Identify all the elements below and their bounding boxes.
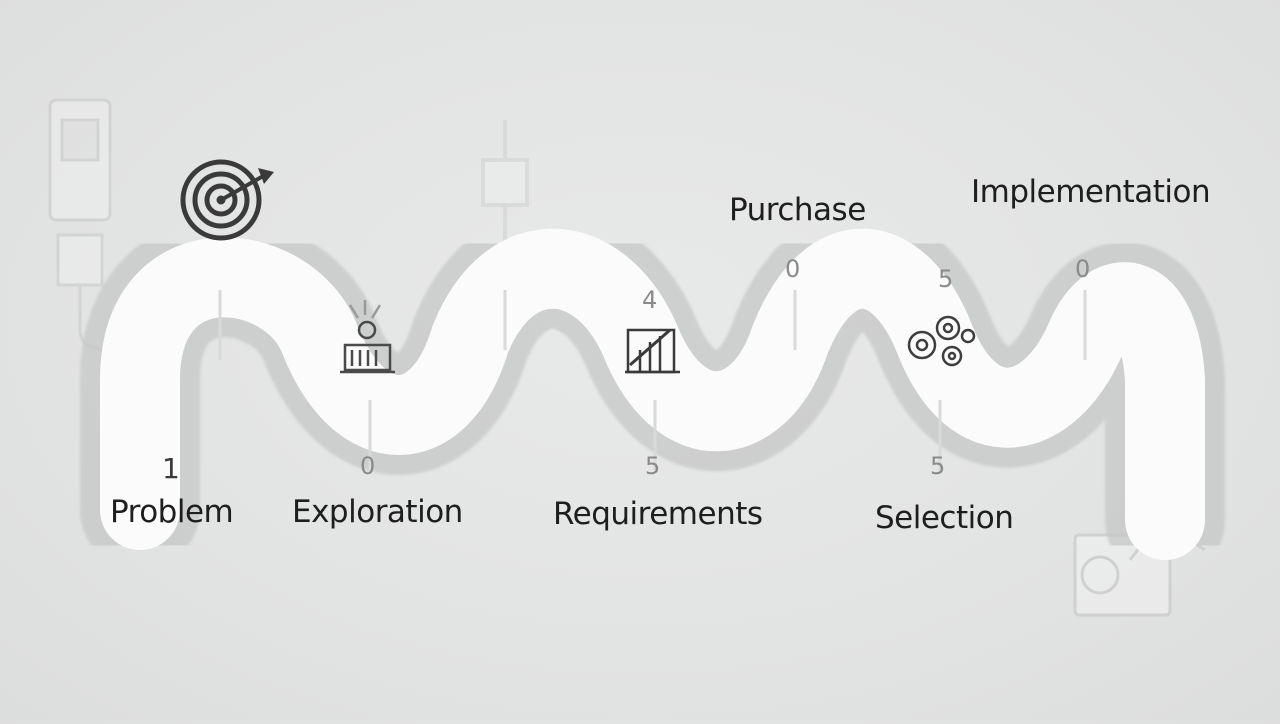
bar-chart-icon [625,328,680,374]
stage-label-problem: Problem [110,494,234,530]
stage-label-selection: Selection [875,500,1014,536]
stage-label-implementation: Implementation [971,174,1211,210]
target-icon [180,159,274,241]
step-number: 0 [360,452,376,480]
step-number: 5 [930,452,946,480]
road-marker: 4 [642,286,658,314]
gears-icon [907,315,976,367]
building-icon [340,300,395,374]
step-number: 1 [162,452,180,485]
road-marker: 5 [938,265,954,293]
step-number: 0 [785,255,801,283]
step-number: 5 [645,452,661,480]
stage-label-requirements: Requirements [553,496,763,532]
step-number: 0 [1075,255,1091,283]
stage-label-exploration: Exploration [292,494,463,530]
stage-label-purchase: Purchase [729,192,866,228]
plug-icon [481,120,529,260]
